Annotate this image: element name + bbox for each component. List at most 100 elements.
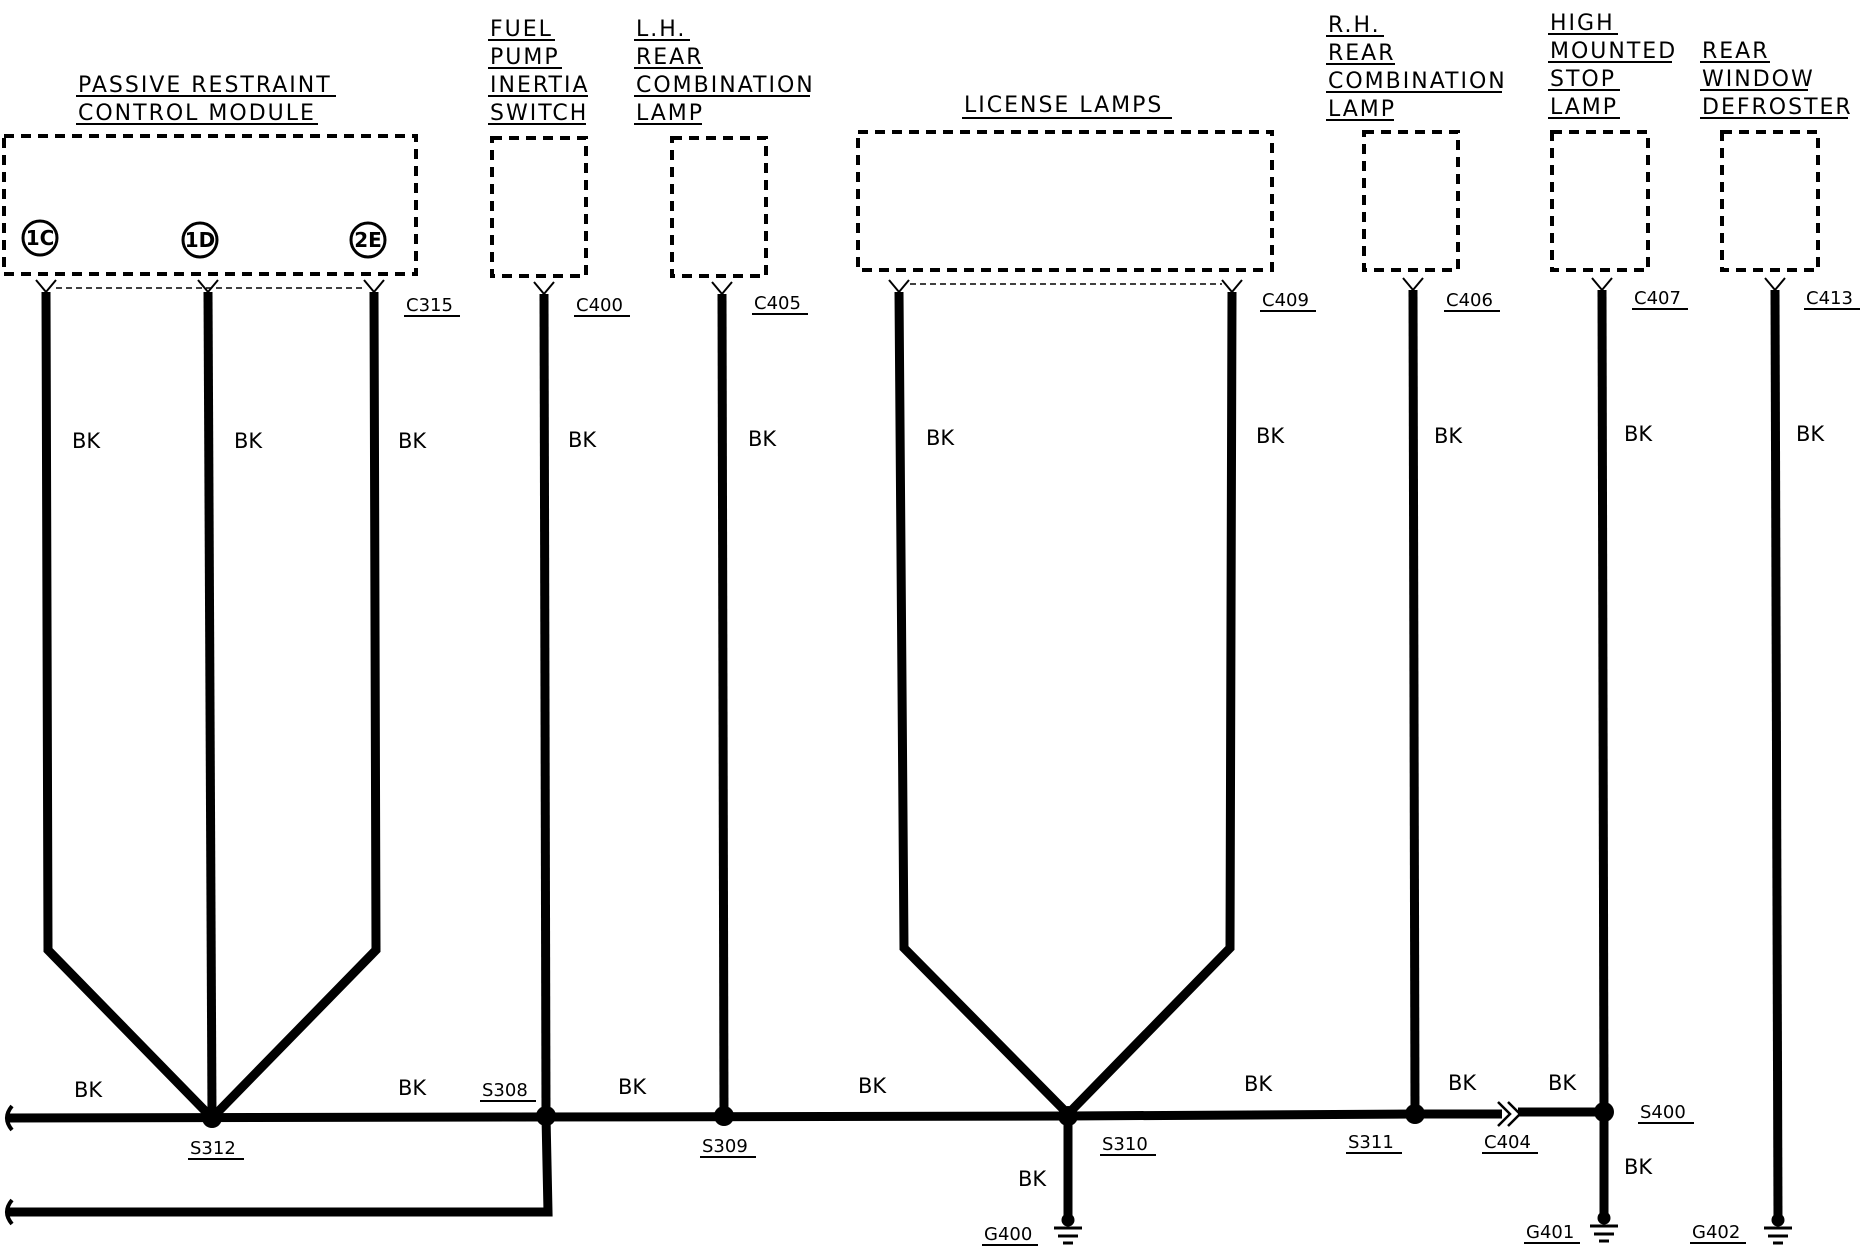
wire-license-1 (894, 291, 1072, 1118)
wire-lower-return (6, 1115, 553, 1217)
svg-text:INERTIA: INERTIA (490, 73, 590, 98)
connector-c406: C406 (1446, 290, 1493, 311)
svg-text:COMBINATION: COMBINATION (636, 73, 815, 98)
svg-text:DEFROSTER: DEFROSTER (1702, 95, 1853, 120)
ground-g401: G401 (1526, 1222, 1574, 1243)
svg-text:R.H.: R.H. (1328, 13, 1381, 38)
connector-marks (35, 277, 1786, 296)
splice-s400: S400 (1640, 1102, 1686, 1123)
prcm-title: PASSIVE RESTRAINT CONTROL MODULE (76, 73, 336, 126)
wire-color-label: BK (1624, 1155, 1653, 1179)
lh-rear-box (670, 136, 768, 278)
svg-text:LAMP: LAMP (1550, 95, 1618, 120)
connector-c404: C404 (1484, 1132, 1531, 1153)
wire-rh-rear (1408, 289, 1420, 1115)
svg-text:MOUNTED: MOUNTED (1550, 39, 1677, 64)
defroster-box (1720, 130, 1820, 272)
pin-2e: 2E (349, 221, 387, 259)
svg-text:L.H.: L.H. (636, 17, 686, 42)
splice-s310: S310 (1102, 1134, 1148, 1155)
splice-dots (202, 1102, 1614, 1128)
wire-color-label: BK (398, 1076, 427, 1100)
wire-license-2 (1064, 291, 1237, 1118)
svg-text:REAR: REAR (636, 45, 704, 70)
ground-bus-left (5, 1109, 1502, 1123)
splice-s309: S309 (702, 1136, 748, 1157)
splice-s312: S312 (190, 1138, 236, 1159)
ground-g400: G400 (984, 1224, 1032, 1245)
defroster-title: REAR WINDOW DEFROSTER (1700, 39, 1853, 120)
wire-color-label: BK (858, 1074, 887, 1098)
ground-symbol-g400 (1054, 1213, 1082, 1245)
wire-color-label: BK (618, 1075, 647, 1099)
wire-color-label: BK (234, 429, 263, 453)
wire-color-label: BK (1448, 1071, 1477, 1095)
continuation-arrows (5, 1104, 14, 1226)
connector-c400: C400 (576, 295, 623, 316)
lh-rear-title: L.H. REAR COMBINATION LAMP (634, 17, 815, 126)
connector-labels: C315 C400 C405 C409 C406 C407 C413 C404 (404, 288, 1860, 1154)
wire-color-label: BK (1018, 1167, 1047, 1191)
wire-color-label: BK (1434, 424, 1463, 448)
license-lamps-title: LICENSE LAMPS (962, 93, 1172, 119)
hmsl-title: HIGH MOUNTED STOP LAMP (1548, 11, 1677, 120)
wire-color-label: BK (1244, 1072, 1273, 1096)
wire-color-label: BK (1624, 422, 1653, 446)
license-lamps-box (856, 130, 1274, 272)
pin-1d: 1D (181, 221, 219, 259)
svg-text:1D: 1D (185, 228, 216, 252)
svg-text:1C: 1C (26, 226, 55, 250)
svg-text:PASSIVE RESTRAINT: PASSIVE RESTRAINT (78, 73, 332, 98)
wire-color-label: BK (74, 1078, 103, 1102)
rh-rear-box (1362, 130, 1460, 272)
wire-color-label: BK (1256, 424, 1285, 448)
ground-labels: G400 G401 G402 (982, 1222, 1746, 1246)
svg-text:STOP: STOP (1550, 67, 1616, 92)
svg-text:WINDOW: WINDOW (1702, 67, 1815, 92)
wire-color-label: BK (1796, 422, 1825, 446)
prcm-box (2, 134, 418, 276)
wire-color-label: BK (926, 426, 955, 450)
connector-c405: C405 (754, 293, 801, 314)
hmsl-box (1550, 130, 1650, 272)
pin-1c: 1C (21, 219, 59, 257)
wire-defroster (1770, 289, 1783, 1221)
wire-color-label: BK (748, 427, 777, 451)
wire-color-label: BK (568, 428, 597, 452)
wires (5, 289, 1783, 1221)
rh-rear-title: R.H. REAR COMBINATION LAMP (1326, 13, 1507, 122)
svg-text:LAMP: LAMP (1328, 97, 1396, 122)
c404-connector (1497, 1101, 1522, 1127)
splice-labels: S312 S308 S309 S310 S311 S400 (188, 1080, 1694, 1160)
wire-lh-rear (717, 293, 729, 1117)
svg-text:PUMP: PUMP (490, 45, 560, 70)
wire-1d (203, 291, 217, 1119)
wire-fuel-pump (539, 293, 551, 1117)
fuel-pump-title: FUEL PUMP INERTIA SWITCH (488, 17, 590, 126)
wire-color-label: BK (72, 429, 101, 453)
svg-text:COMBINATION: COMBINATION (1328, 69, 1507, 94)
wire-color-label: BK (1548, 1071, 1577, 1095)
wire-1c (41, 291, 216, 1122)
wire-color-label: BK (398, 429, 427, 453)
connector-c407: C407 (1634, 288, 1681, 309)
svg-text:REAR: REAR (1328, 41, 1396, 66)
fuel-pump-box (490, 136, 588, 278)
svg-text:CONTROL MODULE: CONTROL MODULE (78, 101, 316, 126)
connector-c413: C413 (1806, 288, 1853, 309)
svg-text:HIGH: HIGH (1550, 11, 1615, 36)
connector-c409: C409 (1262, 290, 1309, 311)
wire-hmsl (1597, 289, 1609, 1113)
svg-text:FUEL: FUEL (490, 17, 553, 42)
svg-text:REAR: REAR (1702, 39, 1770, 64)
wire-color-labels: BK BK BK BK BK BK BK BK BK BK BK BK BK B… (72, 422, 1825, 1191)
splice-s311: S311 (1348, 1132, 1394, 1153)
svg-text:SWITCH: SWITCH (490, 101, 588, 126)
connector-c315: C315 (406, 295, 453, 316)
ground-symbol-g401 (1590, 1211, 1618, 1243)
ground-g402: G402 (1692, 1222, 1740, 1243)
ground-symbol-g402 (1764, 1213, 1792, 1245)
svg-text:LICENSE LAMPS: LICENSE LAMPS (964, 93, 1163, 118)
svg-text:LAMP: LAMP (636, 101, 704, 126)
